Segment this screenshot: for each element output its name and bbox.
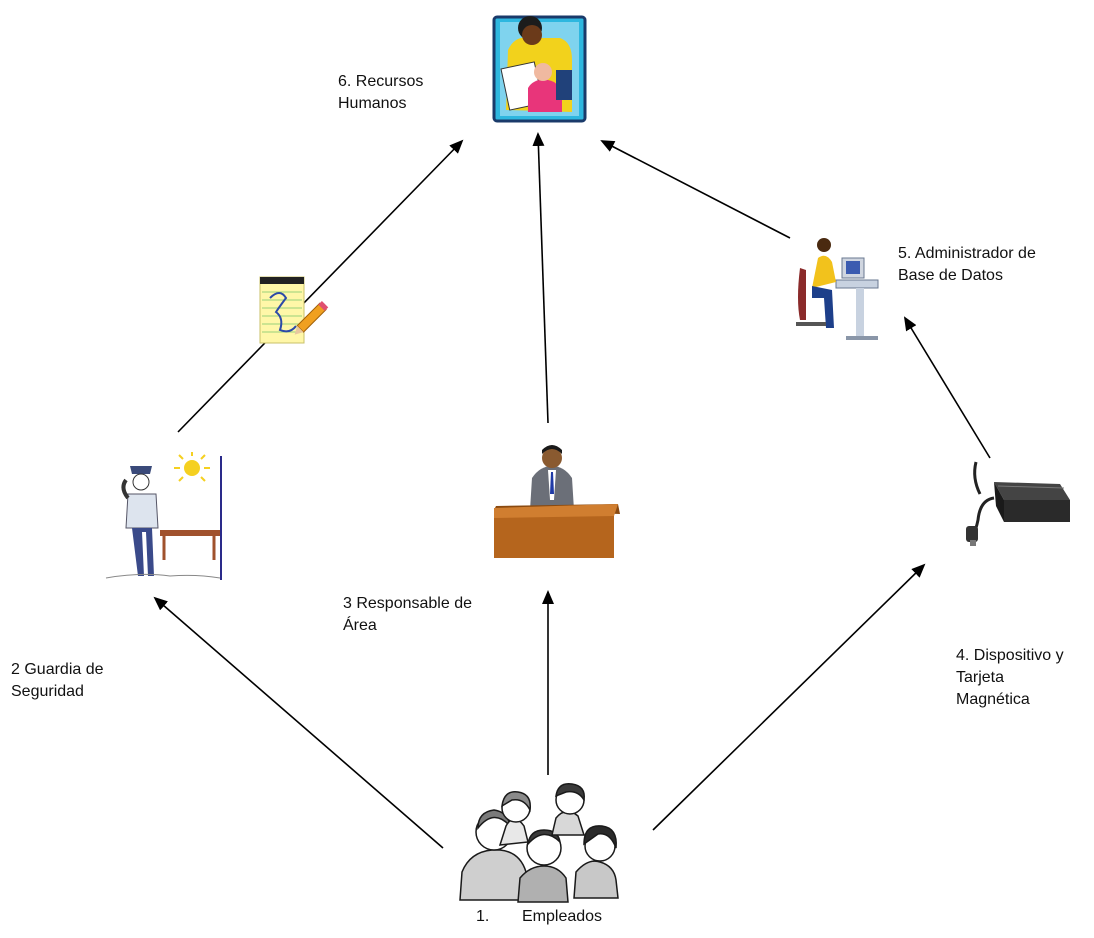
label-line: Área: [343, 617, 377, 634]
security-guard-icon: [105, 452, 222, 580]
label-responsable-area: 3 Responsable de Área: [343, 593, 472, 637]
label-dispositivo-tarjeta: 4. Dispositivo y Tarjeta Magnética: [956, 645, 1064, 711]
label-administrador-base-datos: 5. Administrador de Base de Datos: [898, 243, 1036, 287]
label-guardia-seguridad: 2 Guardia de Seguridad: [11, 659, 104, 703]
arrow-employees-to-guard: [153, 596, 444, 849]
arrow-dba-to-hr: [600, 140, 791, 239]
label-line: 5. Administrador de: [898, 245, 1036, 262]
label-line: 6. Recursos: [338, 73, 424, 90]
label-line: Humanos: [338, 95, 407, 112]
card-reader-icon: [966, 461, 1070, 546]
label-line: 3 Responsable de: [343, 595, 472, 612]
group-of-people-icon: [459, 783, 619, 903]
label-line: Base de Datos: [898, 267, 1003, 284]
label-empleados: Empleados: [522, 908, 603, 925]
label-recursos-humanos: 6. Recursos Humanos: [338, 71, 423, 115]
label-line: Tarjeta: [956, 669, 1005, 686]
label-employees-number: 1.: [476, 908, 490, 925]
person-at-desk-icon: [494, 445, 620, 558]
label-line: 2 Guardia de: [11, 661, 104, 678]
arrow-employees-to-device: [652, 563, 926, 831]
label-line: Magnética: [956, 691, 1030, 708]
computer-user-icon: [796, 238, 879, 340]
arrow-guard-to-hr: [177, 139, 464, 433]
arrow-device-to-dba: [903, 316, 991, 459]
notepad-pencil-icon: [259, 276, 329, 344]
hr-people-icon: [492, 15, 587, 123]
arrow-area-to-hr: [532, 132, 549, 424]
label-line: 4. Dispositivo y: [956, 647, 1064, 664]
label-line: Seguridad: [11, 683, 84, 700]
